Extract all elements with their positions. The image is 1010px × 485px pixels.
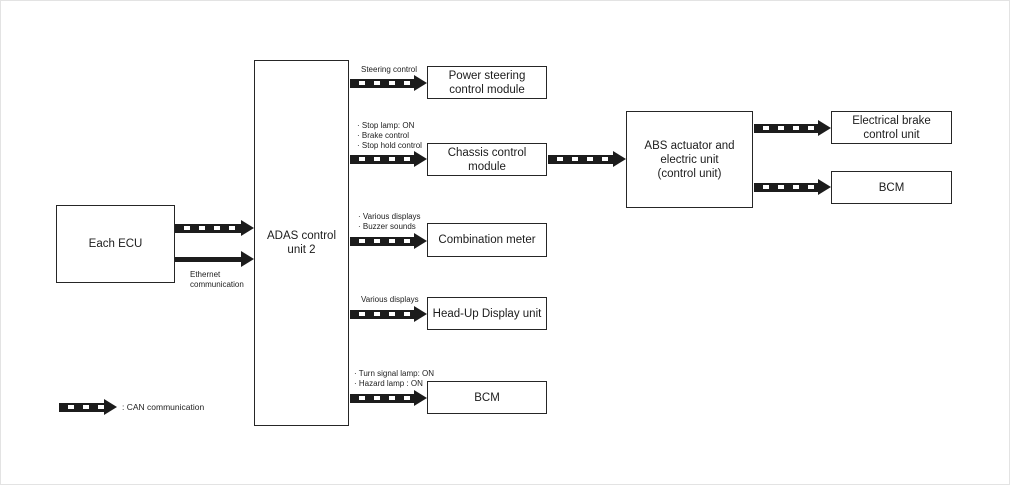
can-arrow-shaft	[754, 182, 820, 192]
arrow-adas-to-hud	[350, 306, 427, 322]
edge-label-steering-control: Steering control	[361, 65, 418, 74]
node-chassis-label: Chassis control module	[447, 146, 527, 173]
arrow-each-ecu-to-adas-can	[175, 220, 254, 236]
edge-label-combination-meter-signals: · Various displays · Buzzer sounds	[358, 212, 421, 231]
node-electrical-brake-control-unit: Electrical brake control unit	[831, 111, 952, 144]
can-arrow-shaft	[350, 154, 416, 164]
node-adas-control-unit-2: ADAS control unit 2	[254, 60, 349, 426]
arrow-head-icon	[241, 251, 254, 267]
node-power-steering-control-module: Power steering control module	[427, 66, 547, 99]
node-electrical-brake-label: Electrical brake control unit	[852, 114, 931, 141]
arrow-head-icon	[414, 151, 427, 167]
node-combination-meter: Combination meter	[427, 223, 547, 257]
ethernet-arrow-shaft	[175, 256, 243, 262]
node-hud-label: Head-Up Display unit	[432, 307, 542, 320]
arrow-adas-to-combination-meter	[350, 233, 427, 249]
edge-label-ethernet-communication: Ethernet communication	[190, 270, 244, 289]
node-combination-meter-label: Combination meter	[438, 234, 536, 246]
node-power-steering-label: Power steering control module	[448, 69, 526, 96]
node-each-ecu: Each ECU	[56, 205, 175, 283]
node-adas-label: ADAS control unit 2	[266, 230, 337, 256]
node-abs-actuator-electric-unit: ABS actuator and electric unit (control …	[626, 111, 753, 208]
can-arrow-shaft	[350, 78, 416, 88]
arrow-adas-to-power-steering	[350, 75, 427, 91]
arrow-abs-to-bcm	[754, 179, 831, 195]
can-arrow-shaft	[175, 223, 243, 233]
arrow-head-icon	[613, 151, 626, 167]
can-arrow-shaft	[548, 154, 615, 164]
arrow-adas-to-bcm	[350, 390, 427, 406]
arrow-head-icon	[818, 120, 831, 136]
node-head-up-display-unit: Head-Up Display unit	[427, 297, 547, 330]
arrow-head-icon	[414, 233, 427, 249]
node-chassis-control-module: Chassis control module	[427, 143, 547, 176]
arrow-chassis-to-abs	[548, 151, 626, 167]
edge-label-hud-signals: Various displays	[361, 295, 419, 304]
edge-label-bcm-signals: · Turn signal lamp: ON · Hazard lamp : O…	[354, 369, 435, 388]
arrow-head-icon	[414, 306, 427, 322]
arrow-head-icon	[414, 75, 427, 91]
node-bcm-label: BCM	[474, 391, 500, 404]
arrow-each-ecu-to-adas-ethernet	[175, 251, 254, 267]
can-arrow-shaft	[350, 236, 416, 246]
can-arrow-shaft	[754, 123, 820, 133]
edge-label-chassis-signals: · Stop lamp: ON · Brake control · Stop h…	[357, 121, 422, 150]
node-each-ecu-label: Each ECU	[88, 238, 143, 250]
arrow-adas-to-chassis	[350, 151, 427, 167]
can-arrow-shaft	[350, 309, 416, 319]
node-bcm-right-label: BCM	[878, 181, 905, 194]
arrow-head-icon	[414, 390, 427, 406]
node-bcm-right: BCM	[831, 171, 952, 204]
node-abs-label: ABS actuator and electric unit (control …	[644, 139, 735, 180]
legend-can-communication-label: : CAN communication	[122, 402, 205, 412]
arrow-head-icon	[818, 179, 831, 195]
node-bcm: BCM	[427, 381, 547, 414]
can-arrow-shaft	[350, 393, 416, 403]
arrow-head-icon	[241, 220, 254, 236]
can-arrow-shaft	[59, 402, 106, 412]
legend-can-arrow-icon	[59, 399, 117, 415]
arrow-abs-to-electrical-brake	[754, 120, 831, 136]
arrow-head-icon	[104, 399, 117, 415]
